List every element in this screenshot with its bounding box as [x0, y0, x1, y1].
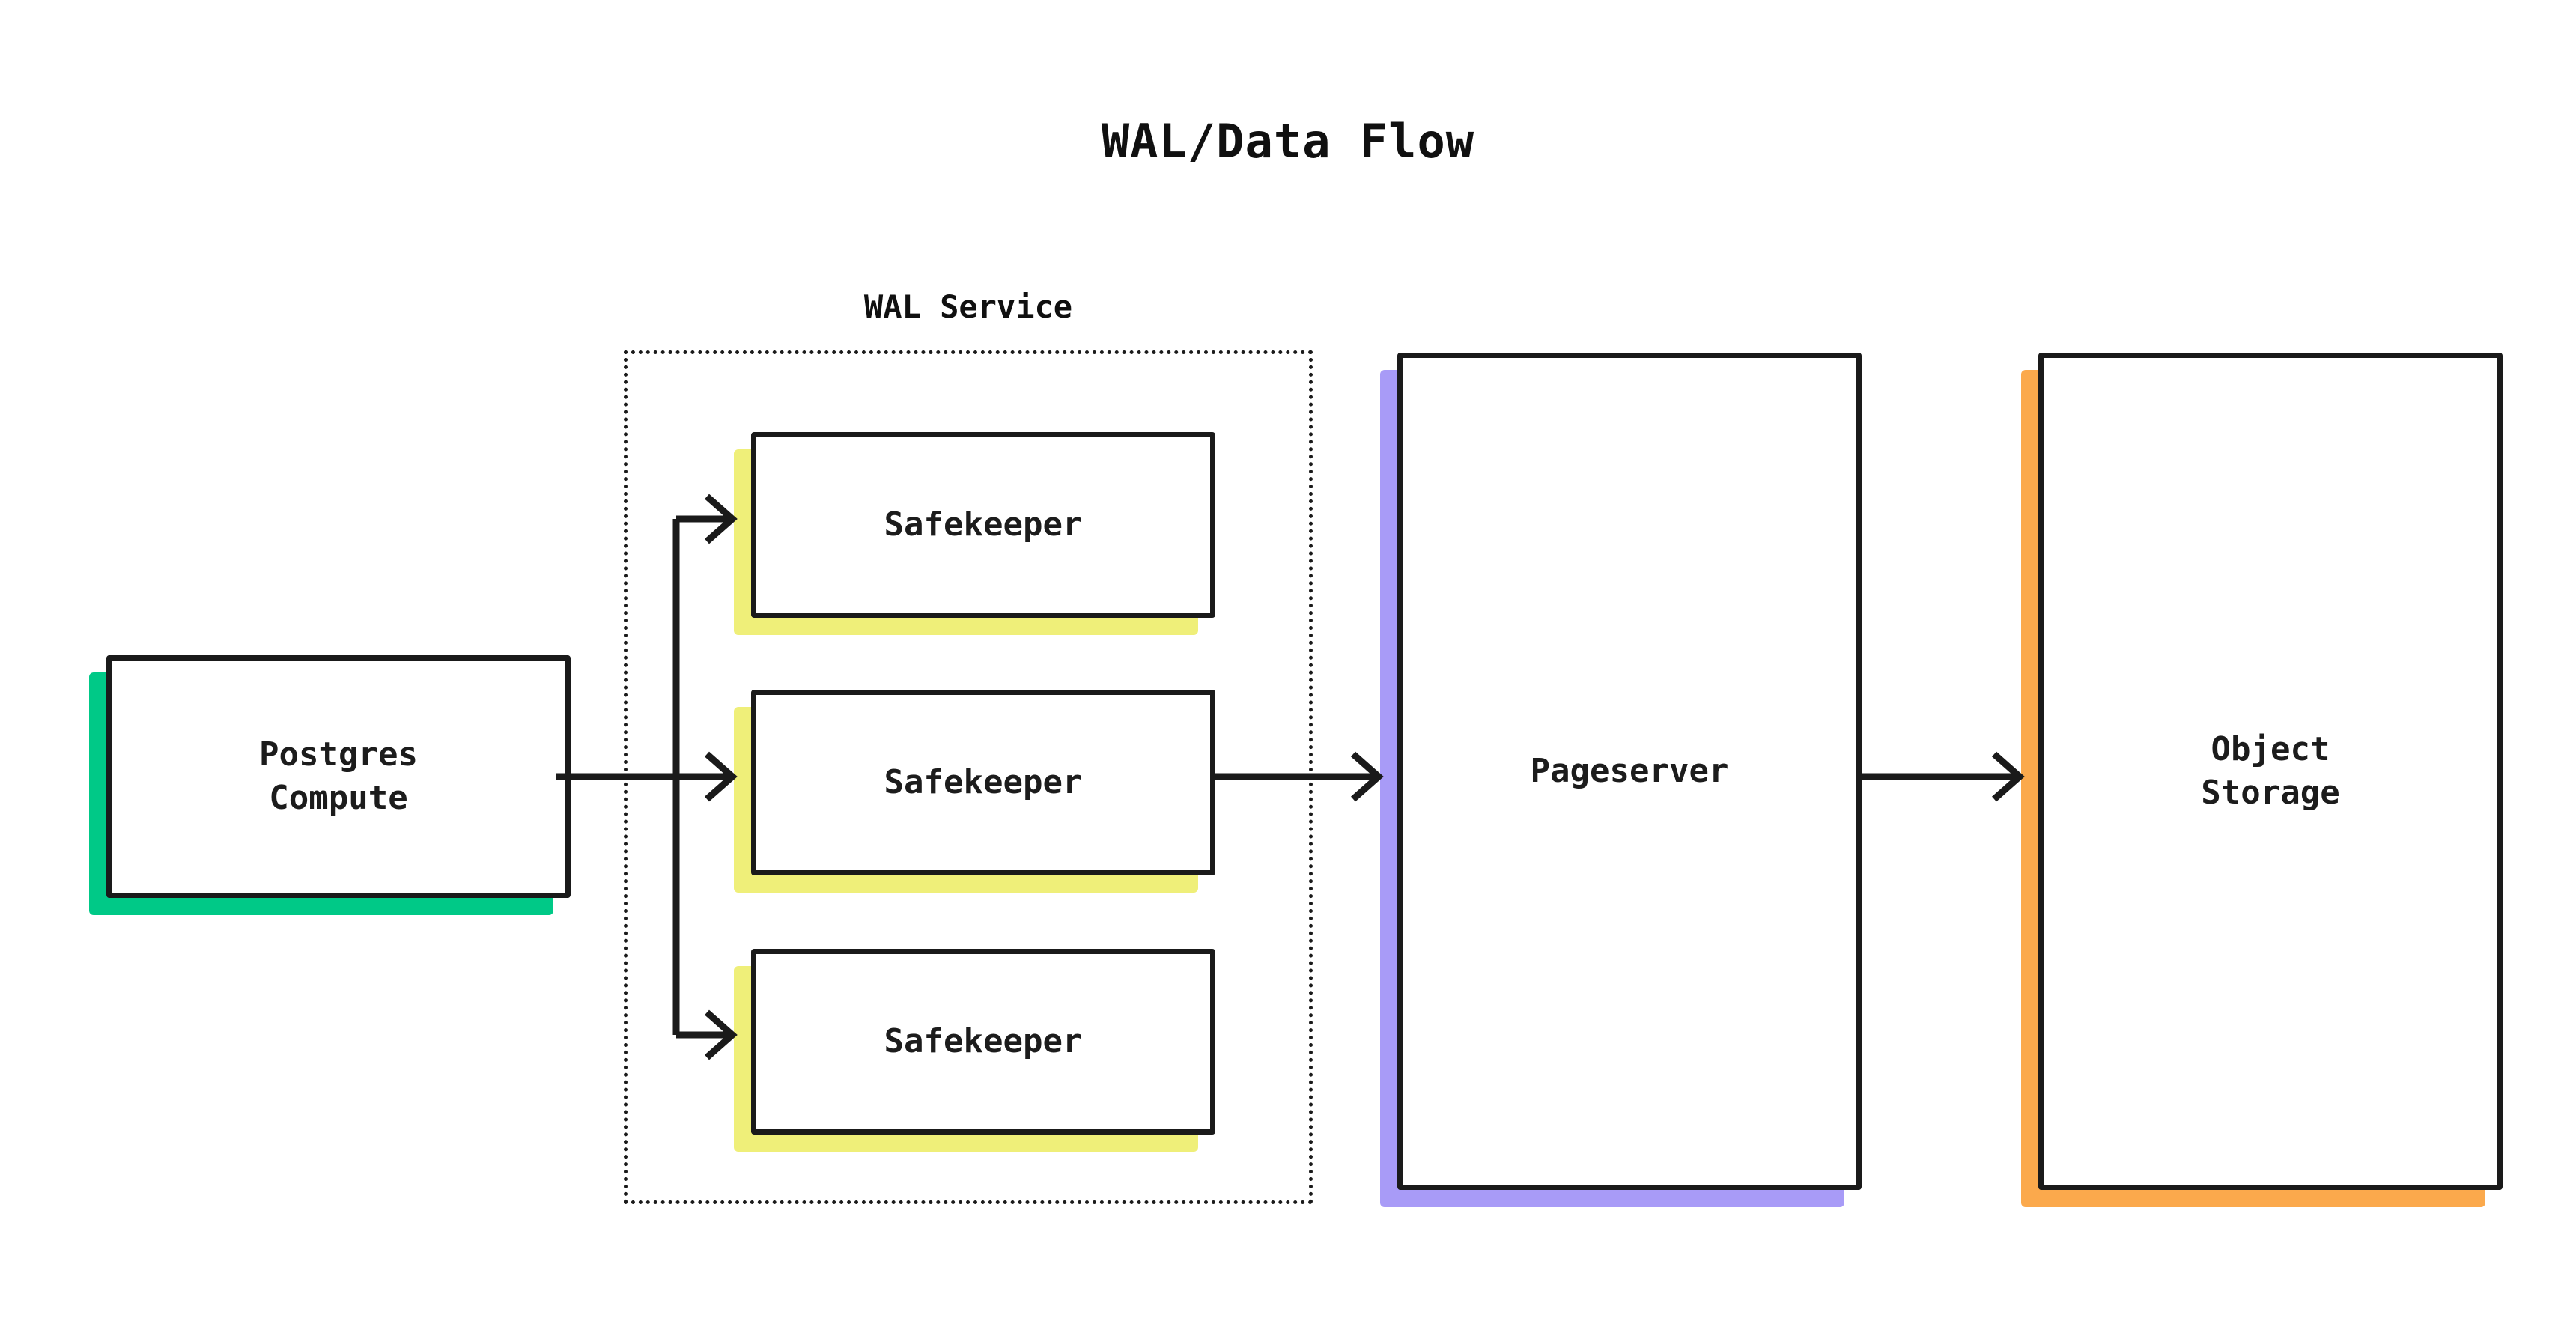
arrowhead-pageserver — [1351, 751, 1384, 802]
node-postgres-compute[interactable]: Postgres Compute — [106, 655, 571, 898]
node-safekeeper-1[interactable]: Safekeeper — [751, 432, 1215, 618]
group-label-wal-service: WAL Service — [863, 288, 1073, 325]
page-title: WAL/Data Flow — [1101, 114, 1475, 168]
node-safekeeper-2[interactable]: Safekeeper — [751, 690, 1215, 875]
node-label-safekeeper-2: Safekeeper — [884, 762, 1083, 801]
node-label-object-storage: Object Storage — [2201, 729, 2340, 812]
node-safekeeper-3[interactable]: Safekeeper — [751, 949, 1215, 1135]
node-pageserver[interactable]: Pageserver — [1397, 353, 1862, 1190]
node-label-safekeeper-1: Safekeeper — [884, 505, 1083, 544]
node-label-postgres-compute: Postgres Compute — [259, 735, 418, 817]
arrowhead-object-storage — [1992, 751, 2025, 802]
node-object-storage[interactable]: Object Storage — [2038, 353, 2503, 1190]
node-label-pageserver: Pageserver — [1530, 751, 1729, 790]
node-label-safekeeper-3: Safekeeper — [884, 1021, 1083, 1060]
